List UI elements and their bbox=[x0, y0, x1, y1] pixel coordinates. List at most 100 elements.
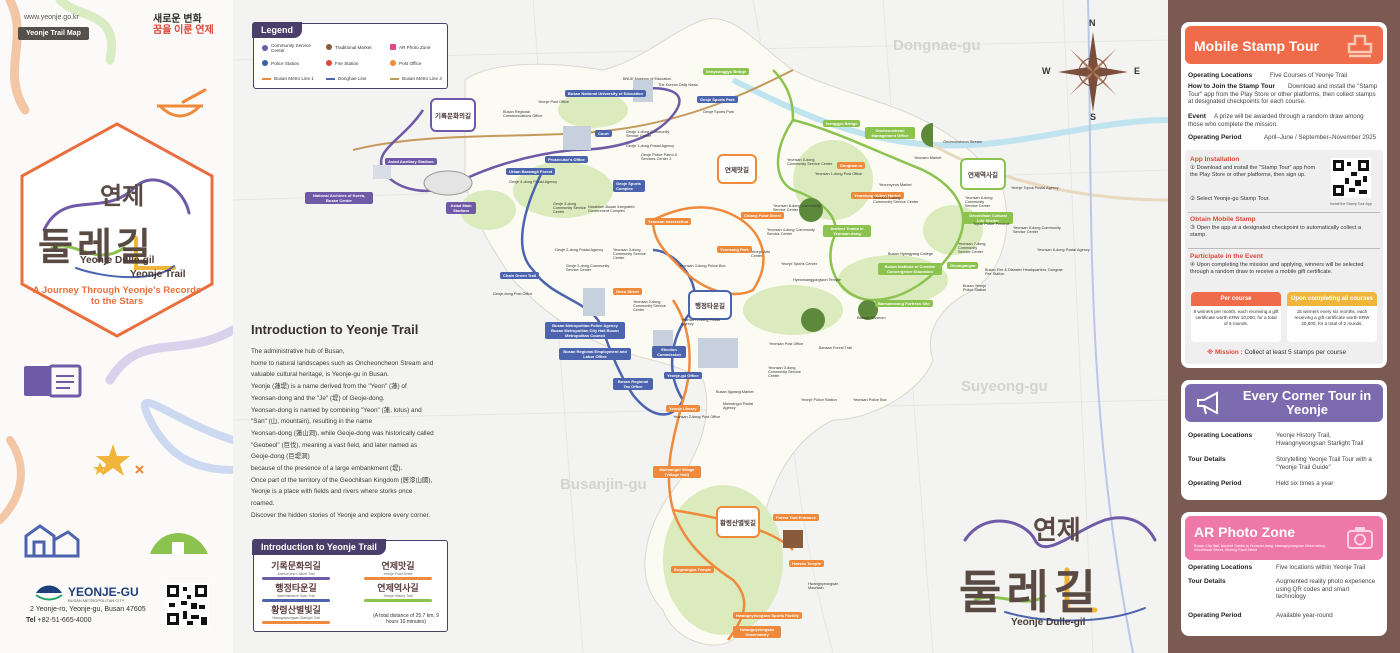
fire-station-icon bbox=[326, 60, 332, 66]
intro-line: Yeonsan-dong (蓮山洞), while Geoje-dong was… bbox=[251, 429, 434, 437]
right-panel: Mobile Stamp Tour Operating Locations Fi… bbox=[1168, 0, 1400, 653]
pin-oncheoncheon-office[interactable]: Oncheoncheon Management Office bbox=[865, 127, 915, 139]
big-logo-lines bbox=[963, 516, 1157, 622]
map-label: Geoje-dong Post Office bbox=[493, 292, 533, 296]
pin-election[interactable]: Election Commission bbox=[652, 346, 686, 358]
map-label: Yeonsan 1-dong Post Office bbox=[815, 172, 863, 176]
reward-per-course-body: 8 winners per month, each receiving a gi… bbox=[1193, 309, 1279, 326]
tel-number[interactable]: +82-51-665-4000 bbox=[37, 617, 92, 624]
pin-ivenggyo[interactable]: Ivenggyo Bridge bbox=[823, 120, 861, 127]
map-label: Yeonseo Market bbox=[914, 156, 942, 160]
ar-zone-header: AR Photo Zone Busan City Hall, Ancient T… bbox=[1185, 516, 1383, 560]
pin-bogwangsa[interactable]: Bogwangsa Temple bbox=[671, 566, 715, 573]
trail-pin-history[interactable]: 연제역사길 bbox=[960, 158, 1006, 190]
left-panel-decoration bbox=[0, 0, 233, 524]
compass-w: W bbox=[1042, 66, 1051, 76]
big-logo-english: Yeonje Dulle-gil bbox=[1011, 617, 1086, 628]
map-label: Yeonsan 3-dong Police Box bbox=[679, 264, 726, 268]
qr-code-stamp-app[interactable] bbox=[1331, 158, 1371, 198]
pin-yeondong-market[interactable]: Yeondong (Alley) Market bbox=[851, 192, 904, 199]
qr-code-left[interactable] bbox=[165, 583, 209, 627]
trail-pin-starlight[interactable]: 황령산별빛길 bbox=[716, 506, 760, 538]
map-label: BNUE Museum of Education bbox=[623, 77, 672, 81]
intro-line: "Geobeol" (巨伐), meaning a vast field, an… bbox=[251, 441, 418, 449]
pin-creative-institute[interactable]: Busan Institute of Creative Convergence … bbox=[878, 263, 942, 275]
pin-geoje-sports-complex[interactable]: Geoje Sports Complex bbox=[613, 180, 645, 192]
org-name: YEONJE-GU bbox=[68, 585, 139, 599]
pin-tax-office[interactable]: Busan Regional Tax Office bbox=[613, 378, 653, 390]
legend-item-police: Police Station bbox=[262, 60, 299, 66]
map-label: Busan Fire & Disaster Headquarters, Dong… bbox=[985, 268, 1063, 277]
reward-per-course: Per course 8 winners per month, each rec… bbox=[1191, 292, 1281, 342]
hex-frame bbox=[20, 122, 214, 338]
map-label: Yeonsan 9-dong Community Service Center bbox=[1013, 226, 1061, 235]
pin-asiad-auxiliary[interactable]: Asiad Auxiliary Stadium bbox=[385, 158, 437, 165]
intro-line: Discover the hidden stories of Yeonje an… bbox=[251, 511, 431, 519]
app-install-step2: ② Select Yeonje-gu Stamp Tour. bbox=[1190, 196, 1270, 202]
intro-line: because of the presence of a large emban… bbox=[251, 465, 403, 473]
map-label: Geoje 1-dong Postal Agency bbox=[626, 144, 675, 148]
pin-geoje-sports-park[interactable]: Geoje Sports Park bbox=[697, 96, 738, 103]
pin-yeonsan-intersection[interactable]: Yeonsan Intersection bbox=[645, 218, 692, 225]
map-label: Yeonsan 2-dong Community Service Center bbox=[633, 300, 666, 313]
map-label: Yeonsan 2-dong Post Office bbox=[673, 415, 721, 419]
pin-chiang-food-street[interactable]: Chiang Food Street bbox=[741, 212, 784, 219]
stamp-tour-title: Mobile Stamp Tour bbox=[1194, 38, 1319, 54]
book-icon bbox=[24, 364, 82, 398]
trail-pin-archive[interactable]: 기록문화의길 bbox=[430, 98, 476, 132]
compass-e: E bbox=[1134, 66, 1141, 76]
pin-sehyeonggyo[interactable]: Sehyeonggyo Bridge bbox=[703, 68, 750, 75]
pin-forest-trail-entrance[interactable]: Forest Trail Entrance bbox=[773, 514, 819, 521]
pin-national-archives[interactable]: National Archives of Korea, Busan Center bbox=[305, 192, 373, 204]
trail-color-bar bbox=[262, 621, 330, 624]
pin-mulmangol[interactable]: Mulmangol Village (Village Hall) bbox=[653, 466, 701, 478]
map-label: Yeonsan 8-dong Community Service Center bbox=[773, 204, 821, 213]
district-west: Busanjin-gu bbox=[560, 476, 647, 493]
hero-english-line-1: Yeonje Dulle-gil bbox=[80, 255, 155, 266]
map-label: Yeonsan 3-dong Community Service Center bbox=[768, 366, 801, 379]
pin-geumgangsa[interactable]: Geumgangsa bbox=[947, 262, 979, 269]
pin-ancient-tombs[interactable]: Ancient Tombs in Yeonsan-dong bbox=[823, 225, 871, 237]
map-label: Yeonsan Post Office bbox=[769, 342, 804, 346]
trail-pin-admin[interactable]: 행정타운길 bbox=[688, 290, 732, 320]
pin-geochilsan-shelter[interactable]: Geochilsan Cultural Life Shelter bbox=[963, 212, 1013, 224]
stamp-row-locations: Operating Locations Five Courses of Yeon… bbox=[1188, 72, 1348, 79]
trail-map[interactable]: Dongnae-gu Suyeong-gu Busanjin-gu N S W … bbox=[233, 0, 1168, 653]
stamp-row-how: How to Join the Stamp Tour Download and … bbox=[1188, 83, 1378, 105]
pin-court[interactable]: Court bbox=[595, 130, 612, 137]
pin-asiad-main[interactable]: Asiad Main Stadium bbox=[446, 202, 476, 214]
trail-pin-food[interactable]: 연제맛길 bbox=[717, 154, 757, 184]
metro-line-1-icon bbox=[262, 77, 271, 80]
trail-color-bar bbox=[262, 577, 330, 580]
pin-yeonje-gu-office[interactable]: Yeonje-gu Office bbox=[664, 372, 702, 379]
pin-hwisan[interactable]: Hwisan Temple bbox=[789, 560, 824, 567]
legend-item-donghae: Donghae Line bbox=[326, 76, 367, 81]
pin-baesanseong[interactable]: Baesanseong Fortress Site bbox=[875, 300, 933, 307]
ar-zone-subtitle: Busan City Hall, Ancient Tombs in Yeonsa… bbox=[1194, 544, 1326, 552]
legend-title: Legend bbox=[252, 22, 303, 38]
pin-yeonsang-park[interactable]: Yeonsang Park bbox=[717, 246, 752, 253]
pin-dongnae-ro[interactable]: Dongnae-ro bbox=[837, 162, 866, 169]
map-label: Geoje 1-dong Community Service Center bbox=[626, 130, 670, 139]
website-url[interactable]: www.yeonje.go.kr bbox=[24, 14, 79, 21]
pin-labor-office[interactable]: Busan Regional Employment and Labor Offi… bbox=[559, 348, 631, 360]
ar-photo-icon bbox=[390, 44, 396, 50]
map-label: Oncheoncheon Stream bbox=[943, 140, 983, 144]
pin-sports-facility[interactable]: Hwangnyeongsan Sports Facility bbox=[733, 612, 802, 619]
pin-urban-forest[interactable]: Urban Baramgil Forest bbox=[506, 168, 556, 175]
map-label: Yeonsan 7-dong Community Service Center bbox=[958, 242, 986, 255]
pin-prosecutor[interactable]: Prosecutor's Office bbox=[545, 156, 588, 163]
stamp-tour-card: Mobile Stamp Tour Operating Locations Fi… bbox=[1181, 22, 1387, 368]
ar-row-locations: Operating Locations Five locations withi… bbox=[1188, 564, 1366, 571]
pin-city-hall[interactable]: Busan Metropolitan Police Agency Busan M… bbox=[545, 322, 625, 339]
pin-gosu-street[interactable]: Gosu Street bbox=[613, 288, 642, 295]
pin-bnue[interactable]: Busan National University of Education bbox=[565, 90, 646, 97]
pin-chain-green[interactable]: Chain Green Trail bbox=[500, 272, 540, 279]
pin-yeonje-library[interactable]: Yeonje Library bbox=[666, 405, 700, 412]
pin-observatory[interactable]: Hwangnyeongsan Observatory bbox=[733, 626, 781, 638]
